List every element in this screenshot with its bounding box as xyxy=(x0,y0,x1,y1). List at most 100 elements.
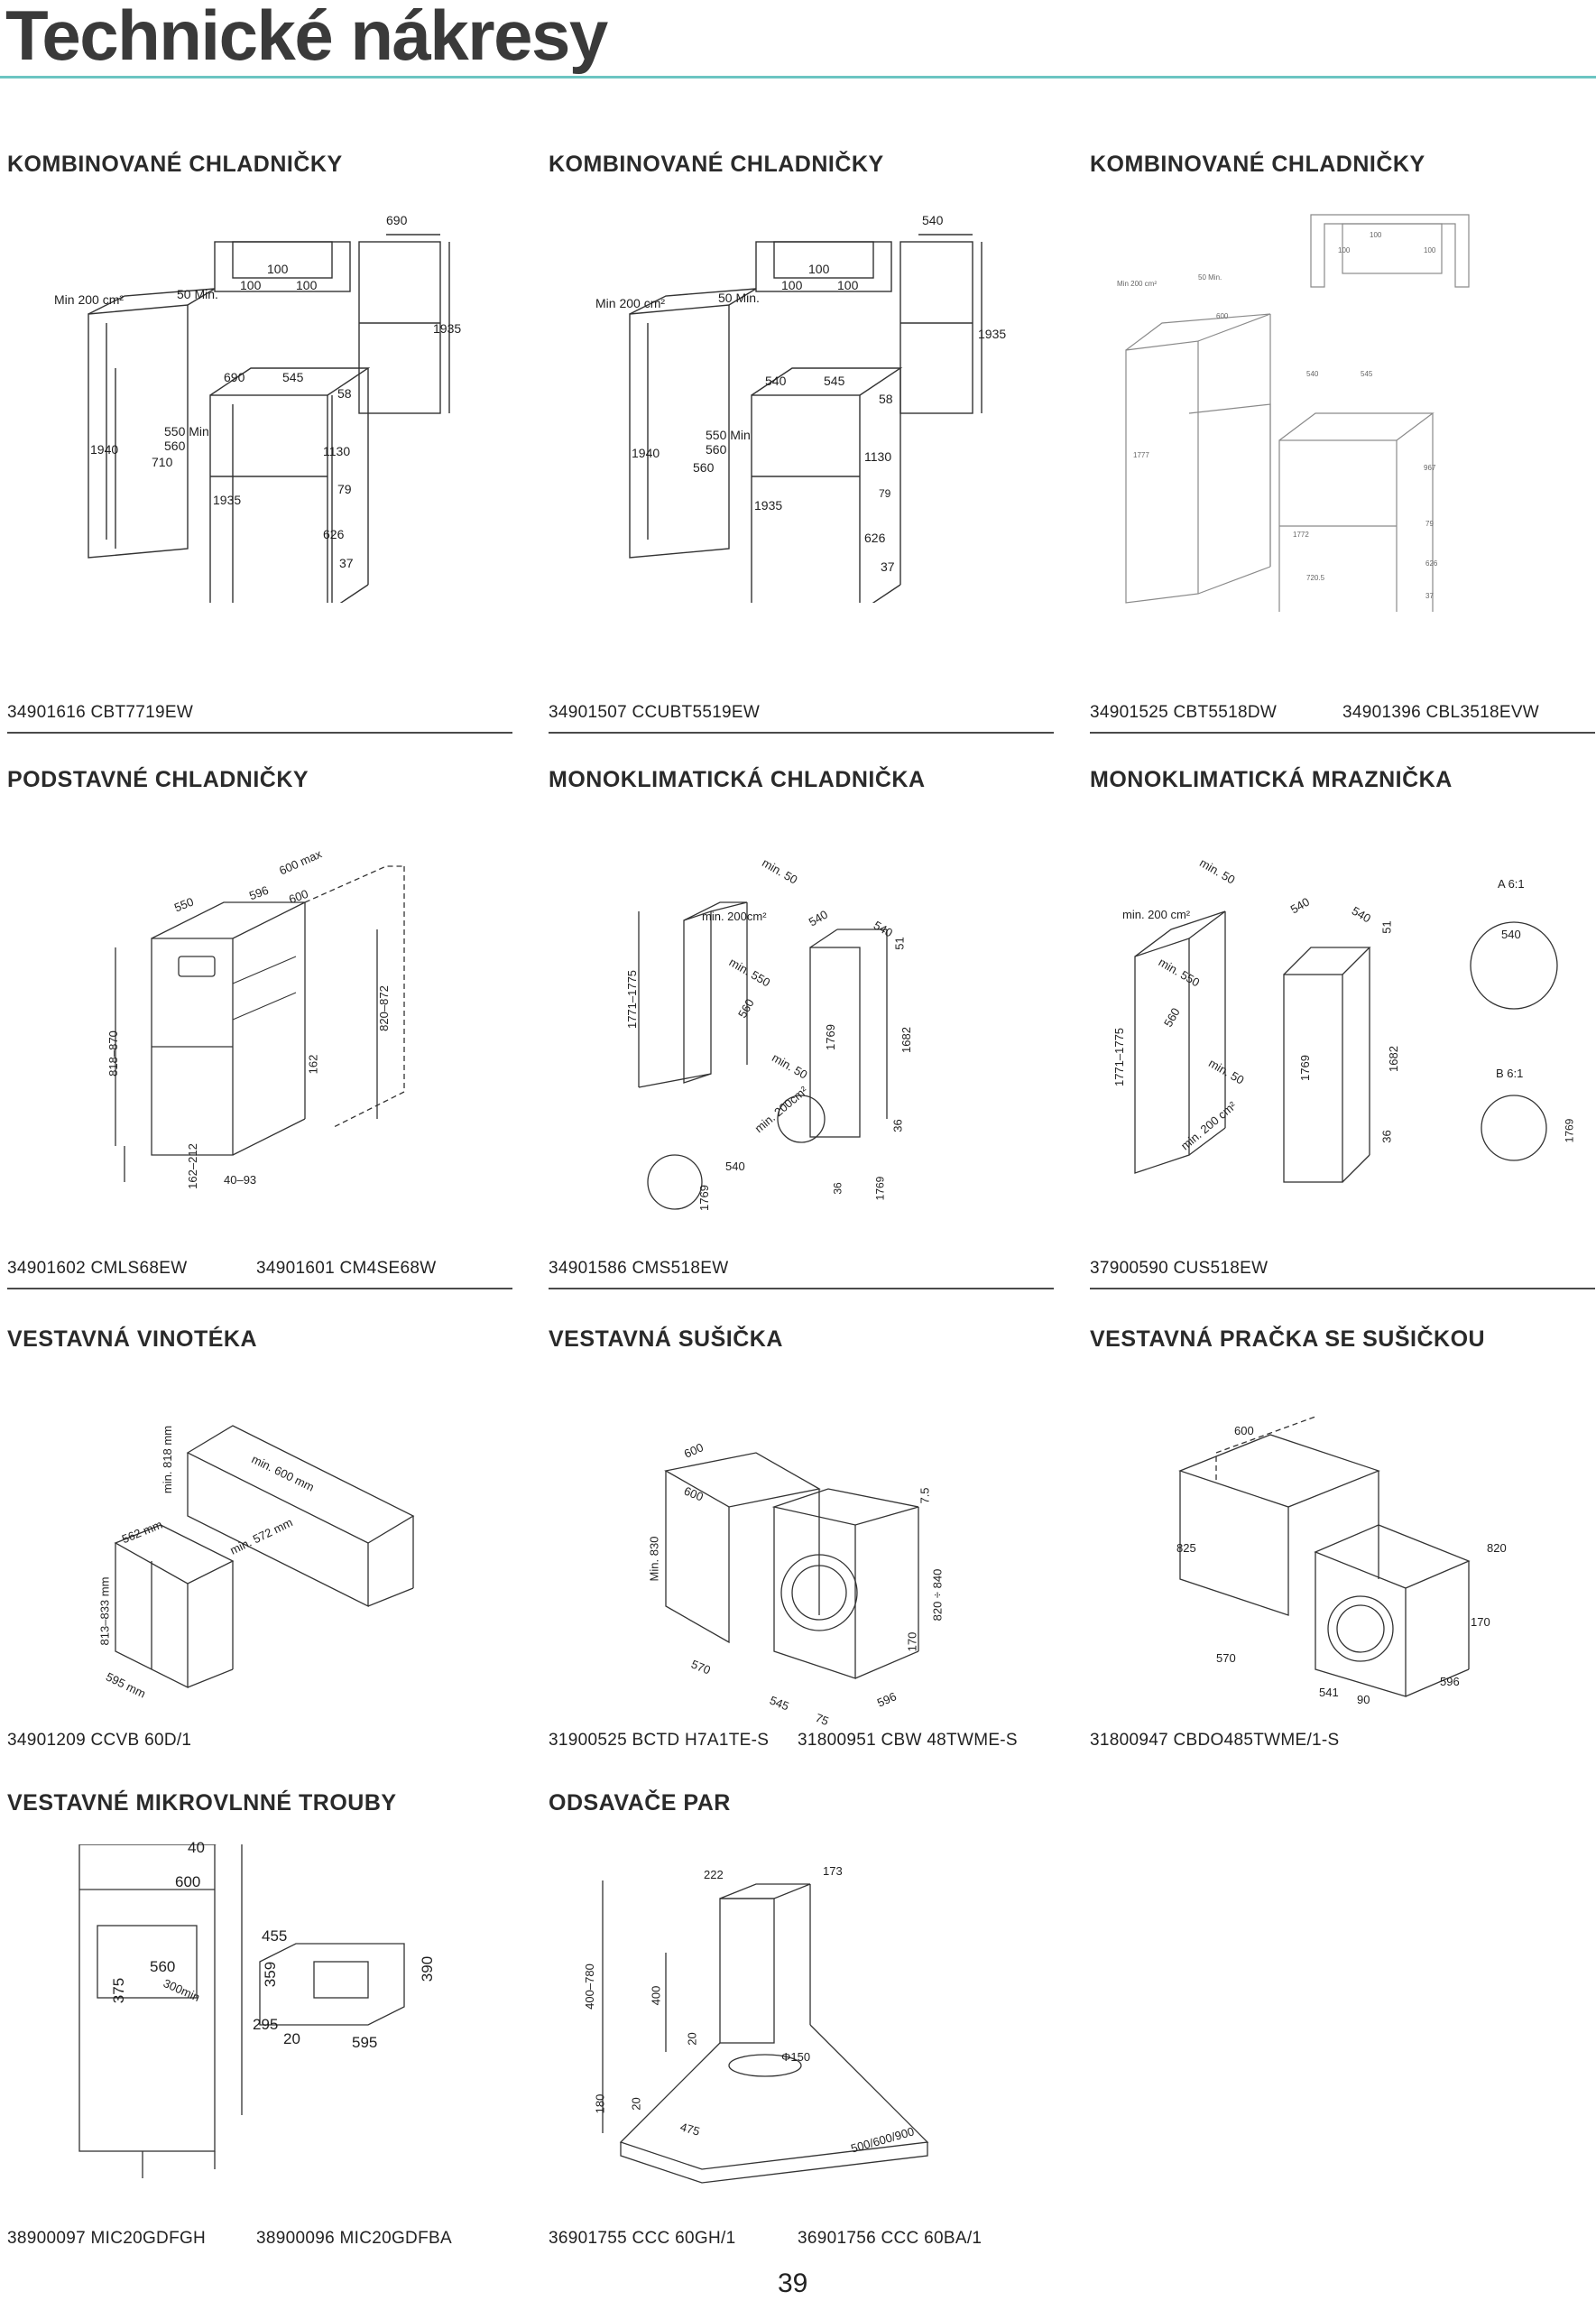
dim-label: 1682 xyxy=(899,1027,913,1053)
dim-label: 40 xyxy=(188,1839,205,1856)
dim-label: 690 xyxy=(386,213,408,227)
technical-drawing: min. 50 min. 200 cm² 540 540 51 A 6:1 54… xyxy=(1090,821,1595,1218)
dim-label: 813–833 mm xyxy=(97,1576,112,1646)
dim-label: 37 xyxy=(339,556,354,570)
section-heading: KOMBINOVANÉ CHLADNIČKY xyxy=(549,152,884,177)
product-code: 31900525 BCTD H7A1TE-S xyxy=(549,1731,770,1750)
dim-label: 1935 xyxy=(978,327,1007,341)
dim-label: 1769 xyxy=(873,1176,887,1201)
dim-label: 820 ÷ 840 xyxy=(930,1568,945,1622)
dim-label: 100 xyxy=(781,278,803,292)
technical-drawing: 600 600 Min. 830 7.5 820 ÷ 840 170 570 5… xyxy=(549,1381,1054,1760)
dim-label: 1130 xyxy=(323,444,351,458)
dim-label: 1769 xyxy=(697,1185,711,1211)
section-heading: VESTAVNÁ VINOTÉKA xyxy=(7,1326,258,1352)
dim-label: 100 xyxy=(837,278,859,292)
dim-label: 36 xyxy=(1379,1130,1394,1143)
dim-label: 170 xyxy=(1471,1615,1490,1629)
dim-label: Min 200 cm² xyxy=(1117,280,1158,288)
dim-label: 1771–1775 xyxy=(625,969,640,1030)
dim-label: 626 xyxy=(864,531,886,545)
dim-label: 79 xyxy=(879,487,891,500)
product-code: 34901396 CBL3518EVW xyxy=(1342,703,1540,722)
dim-label: 7.5 xyxy=(918,1487,932,1504)
dim-label: A 6:1 xyxy=(1498,877,1525,891)
dim-label: 170 xyxy=(905,1631,919,1652)
dim-label: 295 xyxy=(253,2016,279,2033)
dim-label: 1130 xyxy=(864,449,892,464)
dim-label: 541 xyxy=(1319,1686,1339,1699)
dim-label: 690 xyxy=(224,370,245,384)
dim-label: 825 xyxy=(1176,1541,1196,1555)
dim-label: 100 xyxy=(296,278,318,292)
dim-label: 820 xyxy=(1487,1541,1507,1555)
dim-label: 710 xyxy=(152,455,173,469)
technical-drawing: 600 825 820 170 570 541 90 596 xyxy=(1090,1381,1595,1760)
dim-label: 37 xyxy=(1425,592,1434,600)
section-heading: PODSTAVNÉ CHLADNIČKY xyxy=(7,767,309,792)
dim-label: 600 xyxy=(1216,312,1229,320)
dim-label: 560 xyxy=(150,1958,176,1975)
product-code: 34901601 CM4SE68W xyxy=(256,1259,437,1278)
dim-label: 400–780 xyxy=(582,1964,596,2010)
section-heading: KOMBINOVANÉ CHLADNIČKY xyxy=(1090,152,1425,177)
page-title: Technické nákresy xyxy=(5,0,608,75)
technical-drawing: min. 50 min. 200cm² 540 540 51 1771–1775… xyxy=(549,821,1054,1218)
dim-label: 1769 xyxy=(1297,1055,1312,1081)
dim-label: 1771–1775 xyxy=(1112,1027,1127,1087)
dim-label: 79 xyxy=(337,482,352,496)
dim-label: 595 xyxy=(352,2034,378,2051)
section-divider xyxy=(549,1288,1054,1289)
dim-label: 545 xyxy=(282,370,304,384)
dim-label: 545 xyxy=(1361,370,1373,378)
dim-label: 560 xyxy=(693,460,715,475)
technical-drawing: 540 100 100 100 Min 200 cm² 50 Min. 1935… xyxy=(549,206,1054,603)
dim-label: 58 xyxy=(879,392,893,406)
dim-label: 596 xyxy=(1440,1675,1460,1688)
technical-drawing: min. 818 mm min. 600 mm 562 mm min. 572 … xyxy=(7,1381,512,1760)
dim-label: 560 xyxy=(706,442,727,457)
dim-label: 540 xyxy=(765,374,787,388)
product-code: 31800947 CBDO485TWME/1-S xyxy=(1090,1731,1340,1750)
dim-label: 545 xyxy=(824,374,845,388)
section-heading: ODSAVAČE PAR xyxy=(549,1790,731,1816)
dim-label: 560 xyxy=(164,439,186,453)
dim-label: Min. 830 xyxy=(647,1536,661,1582)
dim-label: 100 xyxy=(1370,231,1382,239)
dim-label: 820–872 xyxy=(376,985,391,1031)
dim-label: 51 xyxy=(1379,920,1394,934)
dim-label: 100 xyxy=(808,262,830,276)
dim-label: 967 xyxy=(1424,464,1436,472)
technical-drawing: 40 600 560 375 300min 455 359 390 295 20… xyxy=(7,1839,512,2223)
dim-label: 720.5 xyxy=(1306,574,1325,582)
dim-label: 20 xyxy=(629,2097,643,2111)
section-divider xyxy=(1090,1288,1595,1289)
technical-drawing: 690 100 100 100 Min 200 cm² 50 Min. 1935… xyxy=(7,206,512,603)
dim-label: 400 xyxy=(649,1985,663,2006)
dim-label: 37 xyxy=(881,559,895,574)
dim-label: 50 Min. xyxy=(177,287,218,301)
dim-label: 550 Min xyxy=(164,424,209,439)
page-number: 39 xyxy=(778,2268,808,2298)
section-heading: MONOKLIMATICKÁ CHLADNIČKA xyxy=(549,767,926,792)
section-divider xyxy=(7,1288,512,1289)
dim-label: 626 xyxy=(1425,559,1438,568)
dim-label: 40–93 xyxy=(224,1173,257,1187)
section-heading: MONOKLIMATICKÁ MRAZNIČKA xyxy=(1090,767,1453,792)
dim-label: 162 xyxy=(306,1054,320,1075)
dim-label: 600 xyxy=(175,1873,201,1890)
dim-label: 1935 xyxy=(754,498,783,513)
dim-label: Min 200 cm² xyxy=(54,292,125,307)
product-code: 34901525 CBT5518DW xyxy=(1090,703,1278,722)
dim-label: 173 xyxy=(823,1864,843,1878)
dim-label: 180 xyxy=(593,2093,607,2114)
dim-label: min. 200 cm² xyxy=(1122,908,1191,921)
product-code: 34901209 CCVB 60D/1 xyxy=(7,1731,192,1750)
dim-label: 1769 xyxy=(823,1024,837,1050)
dim-label: 1772 xyxy=(1293,531,1309,539)
dim-label: 818–870 xyxy=(106,1030,120,1076)
product-code: 34901602 CMLS68EW xyxy=(7,1259,188,1278)
dim-label: 100 xyxy=(1338,246,1351,254)
dim-label: 1940 xyxy=(632,446,660,460)
product-code: 37900590 CUS518EW xyxy=(1090,1259,1268,1278)
